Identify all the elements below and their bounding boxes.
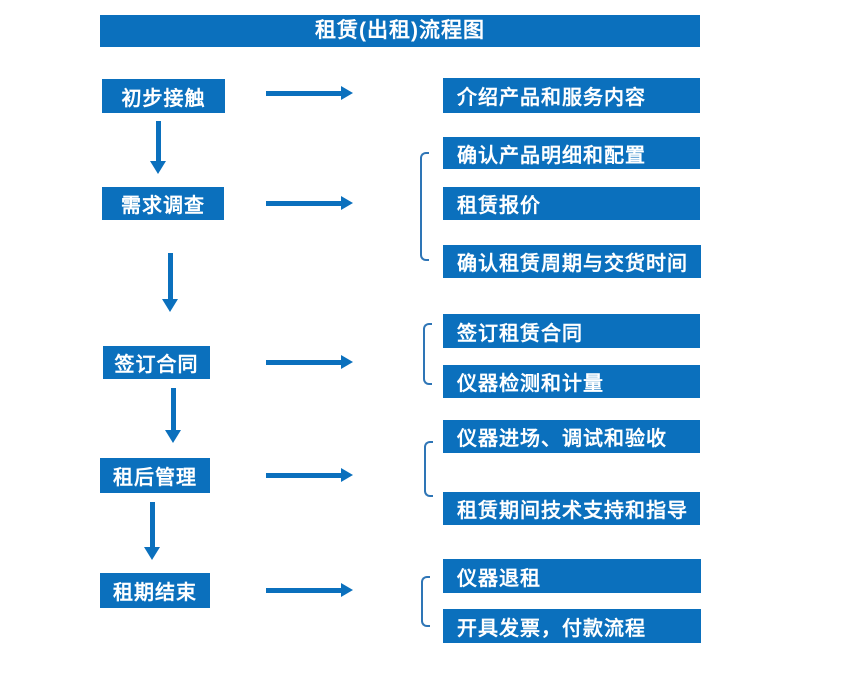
arrow-shaft <box>266 201 342 206</box>
group-bracket <box>423 323 432 385</box>
right-arrow-icon <box>266 196 353 210</box>
step-box-sign-contract: 签订合同 <box>103 346 210 379</box>
group-bracket <box>424 441 433 497</box>
arrow-head <box>341 196 353 210</box>
detail-box: 仪器退租 <box>443 559 701 593</box>
detail-box: 确认产品明细和配置 <box>443 137 700 169</box>
down-arrow-icon <box>162 253 178 312</box>
diagram-title: 租赁(出租)流程图 <box>100 15 700 47</box>
arrow-head <box>144 547 160 560</box>
right-arrow-icon <box>266 583 353 597</box>
down-arrow-icon <box>165 388 181 443</box>
arrow-head <box>341 355 353 369</box>
arrow-shaft <box>168 253 173 299</box>
step-box-rental-end: 租期结束 <box>100 573 210 608</box>
arrow-shaft <box>156 121 161 161</box>
group-bracket <box>420 152 429 261</box>
detail-box: 确认租赁周期与交货时间 <box>443 245 701 278</box>
arrow-head <box>165 430 181 443</box>
arrow-shaft <box>171 388 176 430</box>
arrow-shaft <box>266 588 342 593</box>
arrow-shaft <box>266 473 342 478</box>
detail-box: 仪器检测和计量 <box>443 365 700 398</box>
detail-box: 租赁报价 <box>443 187 700 220</box>
right-arrow-icon <box>266 468 353 482</box>
right-arrow-icon <box>266 355 353 369</box>
detail-box: 租赁期间技术支持和指导 <box>443 492 700 525</box>
arrow-shaft <box>266 360 342 365</box>
right-arrow-icon <box>266 86 353 100</box>
step-box-demand-survey: 需求调查 <box>102 187 224 220</box>
arrow-shaft <box>150 502 155 547</box>
arrow-head <box>341 468 353 482</box>
detail-box: 签订租赁合同 <box>443 314 700 348</box>
down-arrow-icon <box>144 502 160 560</box>
step-box-initial-contact: 初步接触 <box>102 79 225 113</box>
down-arrow-icon <box>150 121 166 174</box>
detail-box: 介绍产品和服务内容 <box>443 78 700 113</box>
detail-box: 仪器进场、调试和验收 <box>443 420 700 453</box>
arrow-shaft <box>266 91 342 96</box>
arrow-head <box>341 583 353 597</box>
arrow-head <box>162 299 178 312</box>
arrow-head <box>341 86 353 100</box>
detail-box: 开具发票，付款流程 <box>443 609 701 643</box>
step-box-post-rental-management: 租后管理 <box>100 458 210 493</box>
arrow-head <box>150 161 166 174</box>
group-bracket <box>421 576 430 627</box>
